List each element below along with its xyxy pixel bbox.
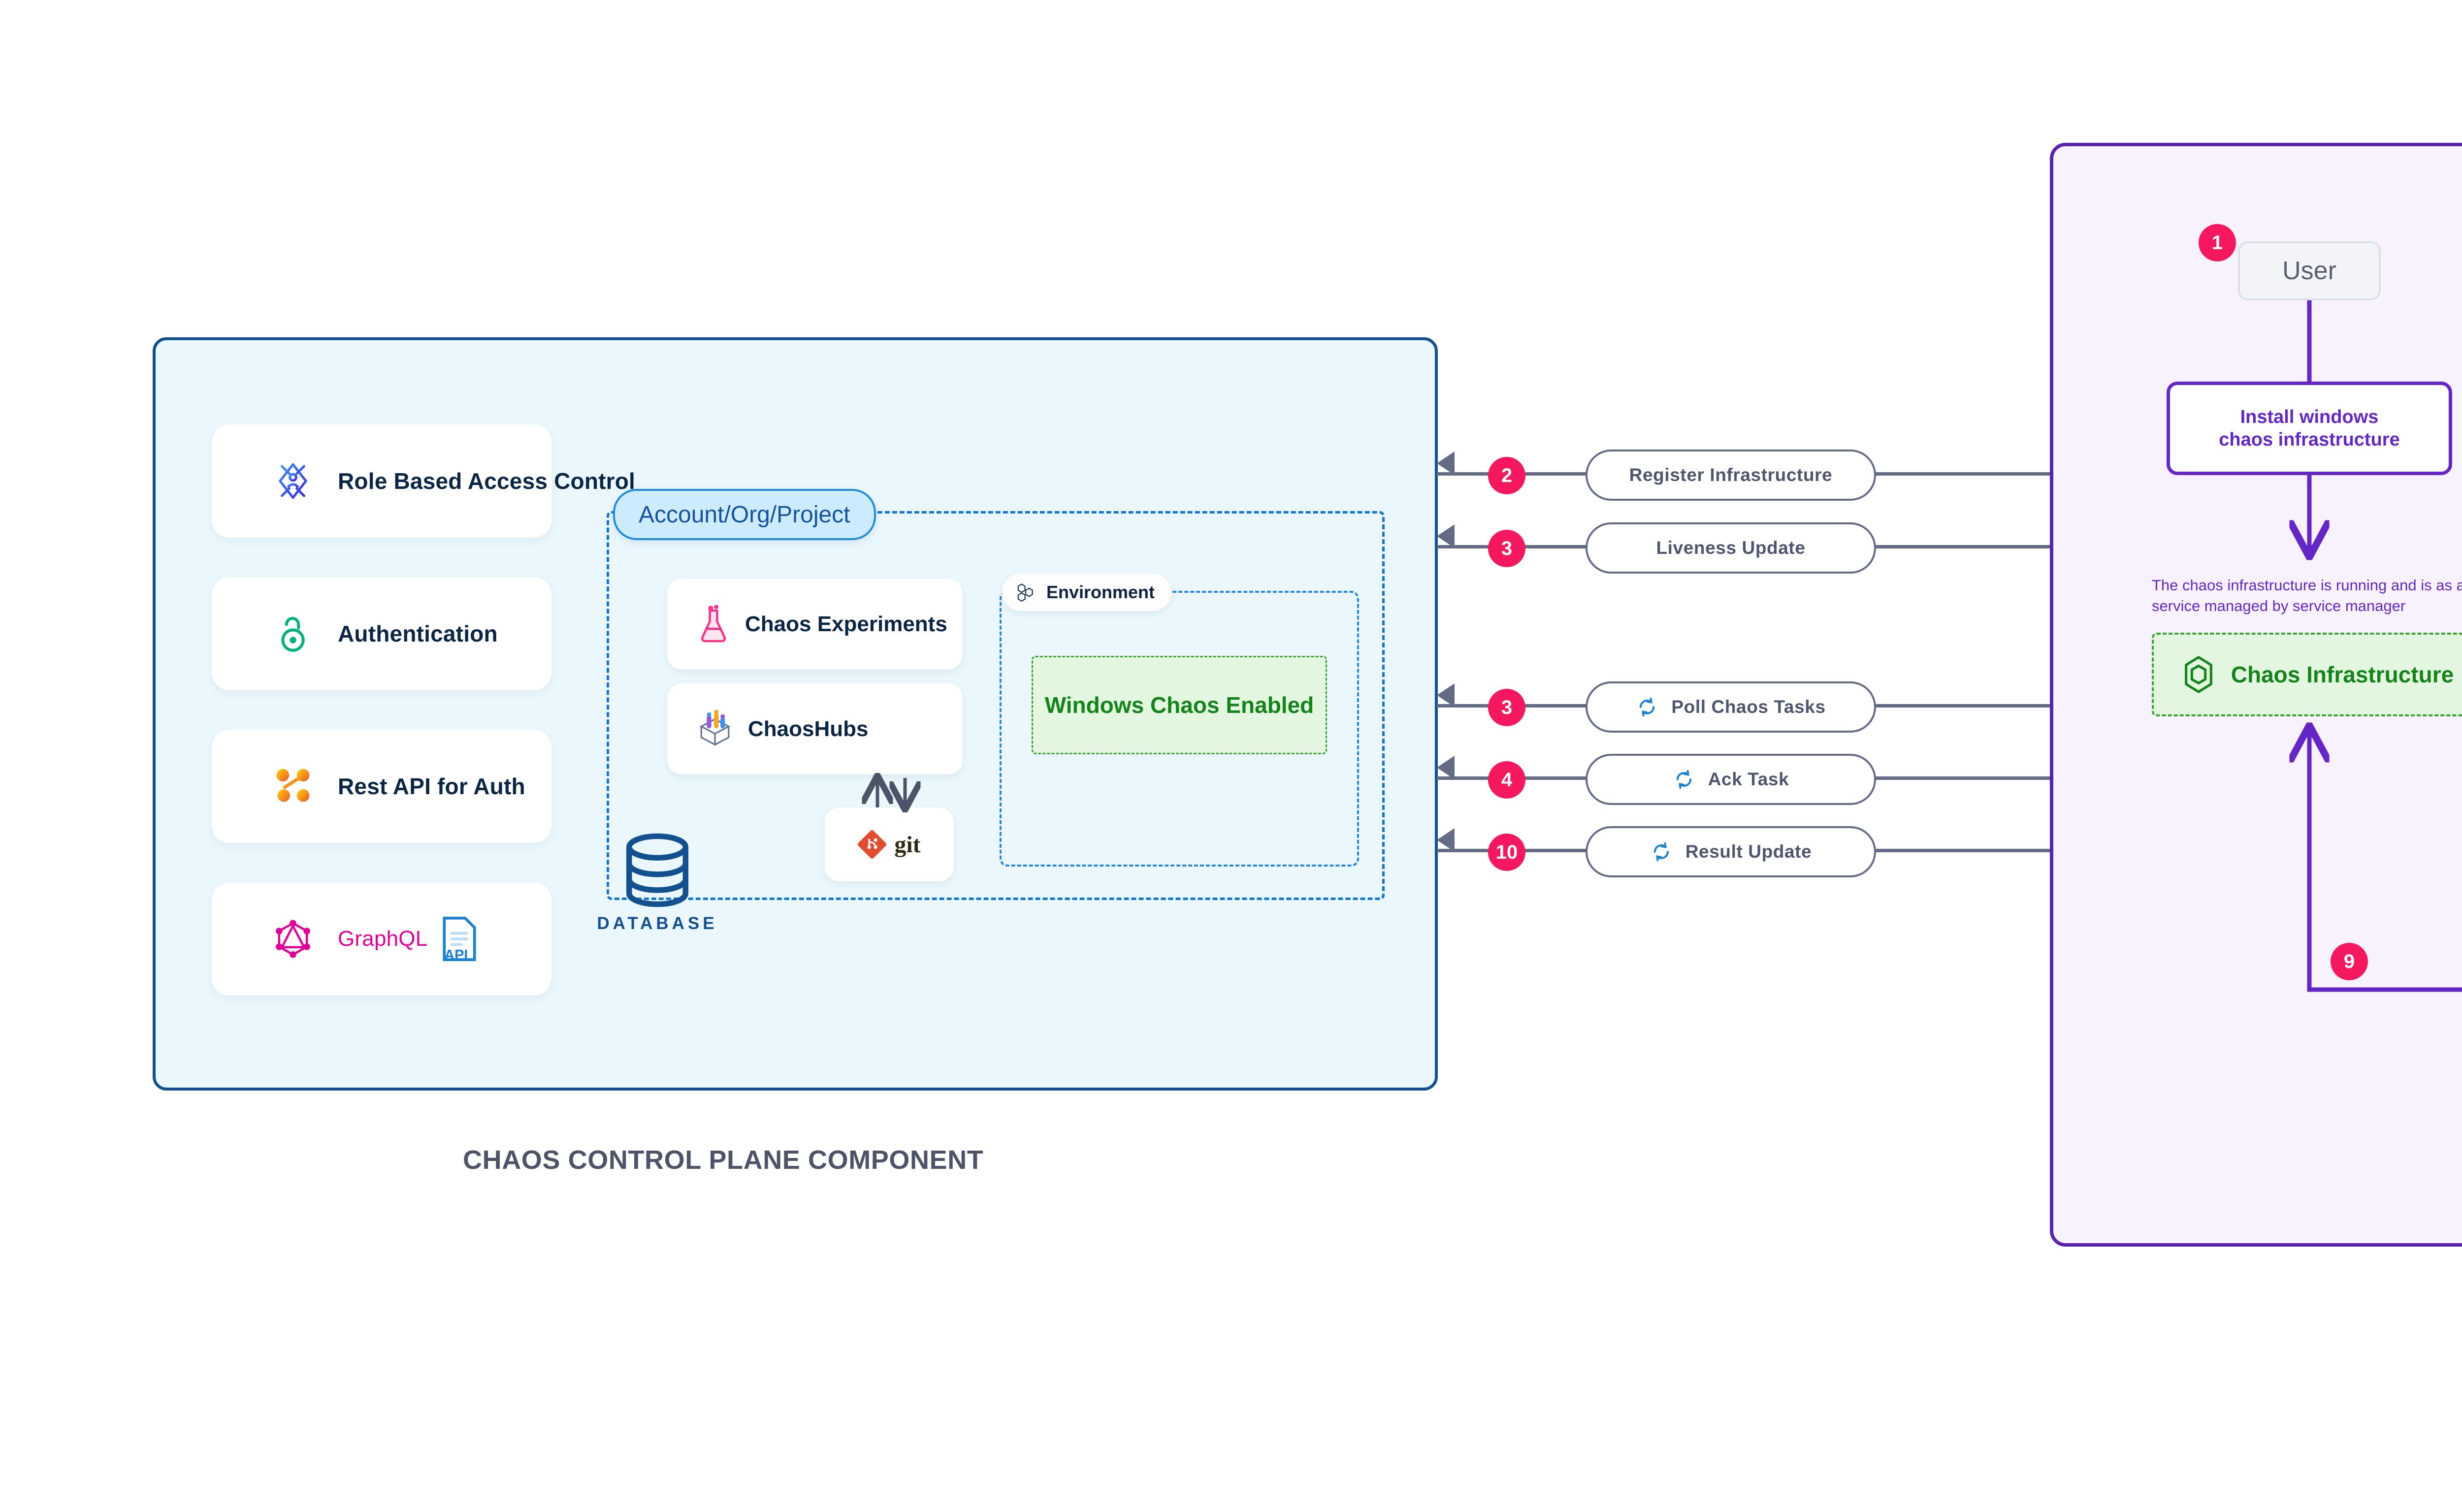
step-badge-1: 1 (2199, 224, 2236, 261)
account-org-project-chip[interactable]: Account/Org/Project (613, 489, 876, 540)
connector-label: Liveness Update (1656, 538, 1806, 558)
environment-chip[interactable]: Environment (1002, 574, 1172, 611)
api-doc-icon: API (443, 916, 476, 963)
rbac-icon (279, 463, 307, 499)
auth-lock-icon (281, 617, 305, 652)
connector-pill-result-update[interactable]: Result Update (1586, 826, 1876, 877)
service-card-authentication[interactable]: Authentication (212, 577, 551, 690)
chaos-infrastructure-icon (2184, 656, 2212, 693)
account-org-project-region (607, 511, 1385, 900)
step-badge-4: 4 (1488, 761, 1525, 799)
inner-card-label: ChaosHubs (748, 716, 869, 741)
step-badge-2: 2 (1488, 457, 1525, 494)
git-label: git (894, 831, 921, 858)
control-plane-title: CHAOS CONTROL PLANE COMPONENT (463, 1145, 984, 1175)
inner-card-label: Chaos Experiments (745, 611, 947, 636)
step-badge-10: 10 (1488, 834, 1525, 871)
inner-card-chaoshubs[interactable]: ChaosHubs (667, 683, 963, 774)
connector-label: Poll Chaos Tasks (1671, 697, 1826, 717)
connector-arrow-2 (1437, 524, 1455, 548)
windows-chaos-enabled-status: Windows Chaos Enabled (1032, 656, 1327, 754)
service-label: Rest API for Auth (338, 773, 525, 799)
step-badge-3a: 3 (1488, 530, 1525, 567)
git-icon (858, 830, 887, 859)
flask-icon (701, 605, 726, 642)
user-node[interactable]: User (2238, 241, 2381, 300)
connector-arrow-5 (1437, 828, 1455, 852)
connector-pill-poll-chaos-tasks[interactable]: Poll Chaos Tasks (1586, 681, 1876, 733)
sync-icon (1640, 697, 1655, 717)
user-node-label: User (2282, 257, 2336, 285)
database-label: DATABASE (597, 914, 718, 933)
service-card-graphql[interactable]: GraphQL API (212, 882, 551, 996)
service-card-rbac[interactable]: Role Based Access Control (212, 424, 635, 538)
environment-chip-label: Environment (1046, 582, 1155, 602)
connector-arrow-1 (1437, 451, 1455, 475)
api-badge-text: API (445, 947, 468, 963)
service-label: Role Based Access Control (338, 468, 636, 494)
database-icon (626, 833, 689, 907)
service-label: Authentication (338, 621, 498, 646)
inner-card-git[interactable]: git (825, 807, 954, 881)
inner-card-chaos-experiments[interactable]: Chaos Experiments (667, 579, 963, 670)
connector-label: Result Update (1685, 841, 1812, 862)
note-chaos-infrastructure: The chaos infrastructure is running and … (2152, 577, 2462, 614)
connector-label: Register Infrastructure (1629, 465, 1833, 485)
hexagons-icon (1017, 583, 1033, 602)
connector-label: Ack Task (1708, 769, 1789, 789)
install-node-label: Install windows chaos infrastructure (2219, 406, 2400, 450)
sync-icon (1653, 842, 1669, 862)
chaos-infrastructure-node[interactable]: Chaos Infrastructure (2152, 633, 2462, 716)
database-group: DATABASE (583, 832, 731, 933)
sync-icon (1676, 770, 1691, 789)
connector-arrow-4 (1437, 756, 1455, 779)
step-badge-3b: 3 (1488, 689, 1525, 726)
chaoshub-icon (699, 709, 731, 746)
connector-pill-ack-task[interactable]: Ack Task (1586, 754, 1876, 805)
connector-arrow-3 (1437, 683, 1455, 707)
service-label: GraphQL (338, 927, 428, 951)
windows-chaos-enabled-label: Windows Chaos Enabled (1044, 692, 1314, 718)
graphql-icon (276, 920, 310, 958)
connector-pill-register-infrastructure[interactable]: Register Infrastructure (1586, 450, 1876, 501)
scope-chip-label: Account/Org/Project (639, 501, 850, 528)
rest-api-icon (276, 769, 310, 802)
environment-region (1000, 591, 1359, 867)
connector-pill-liveness-update[interactable]: Liveness Update (1586, 522, 1876, 574)
install-windows-chaos-infrastructure-node[interactable]: Install windows chaos infrastructure (2167, 382, 2452, 475)
service-card-rest-api[interactable]: Rest API for Auth (212, 730, 551, 843)
chaos-infrastructure-label: Chaos Infrastructure (2231, 662, 2454, 687)
step-badge-9: 9 (2331, 943, 2368, 980)
